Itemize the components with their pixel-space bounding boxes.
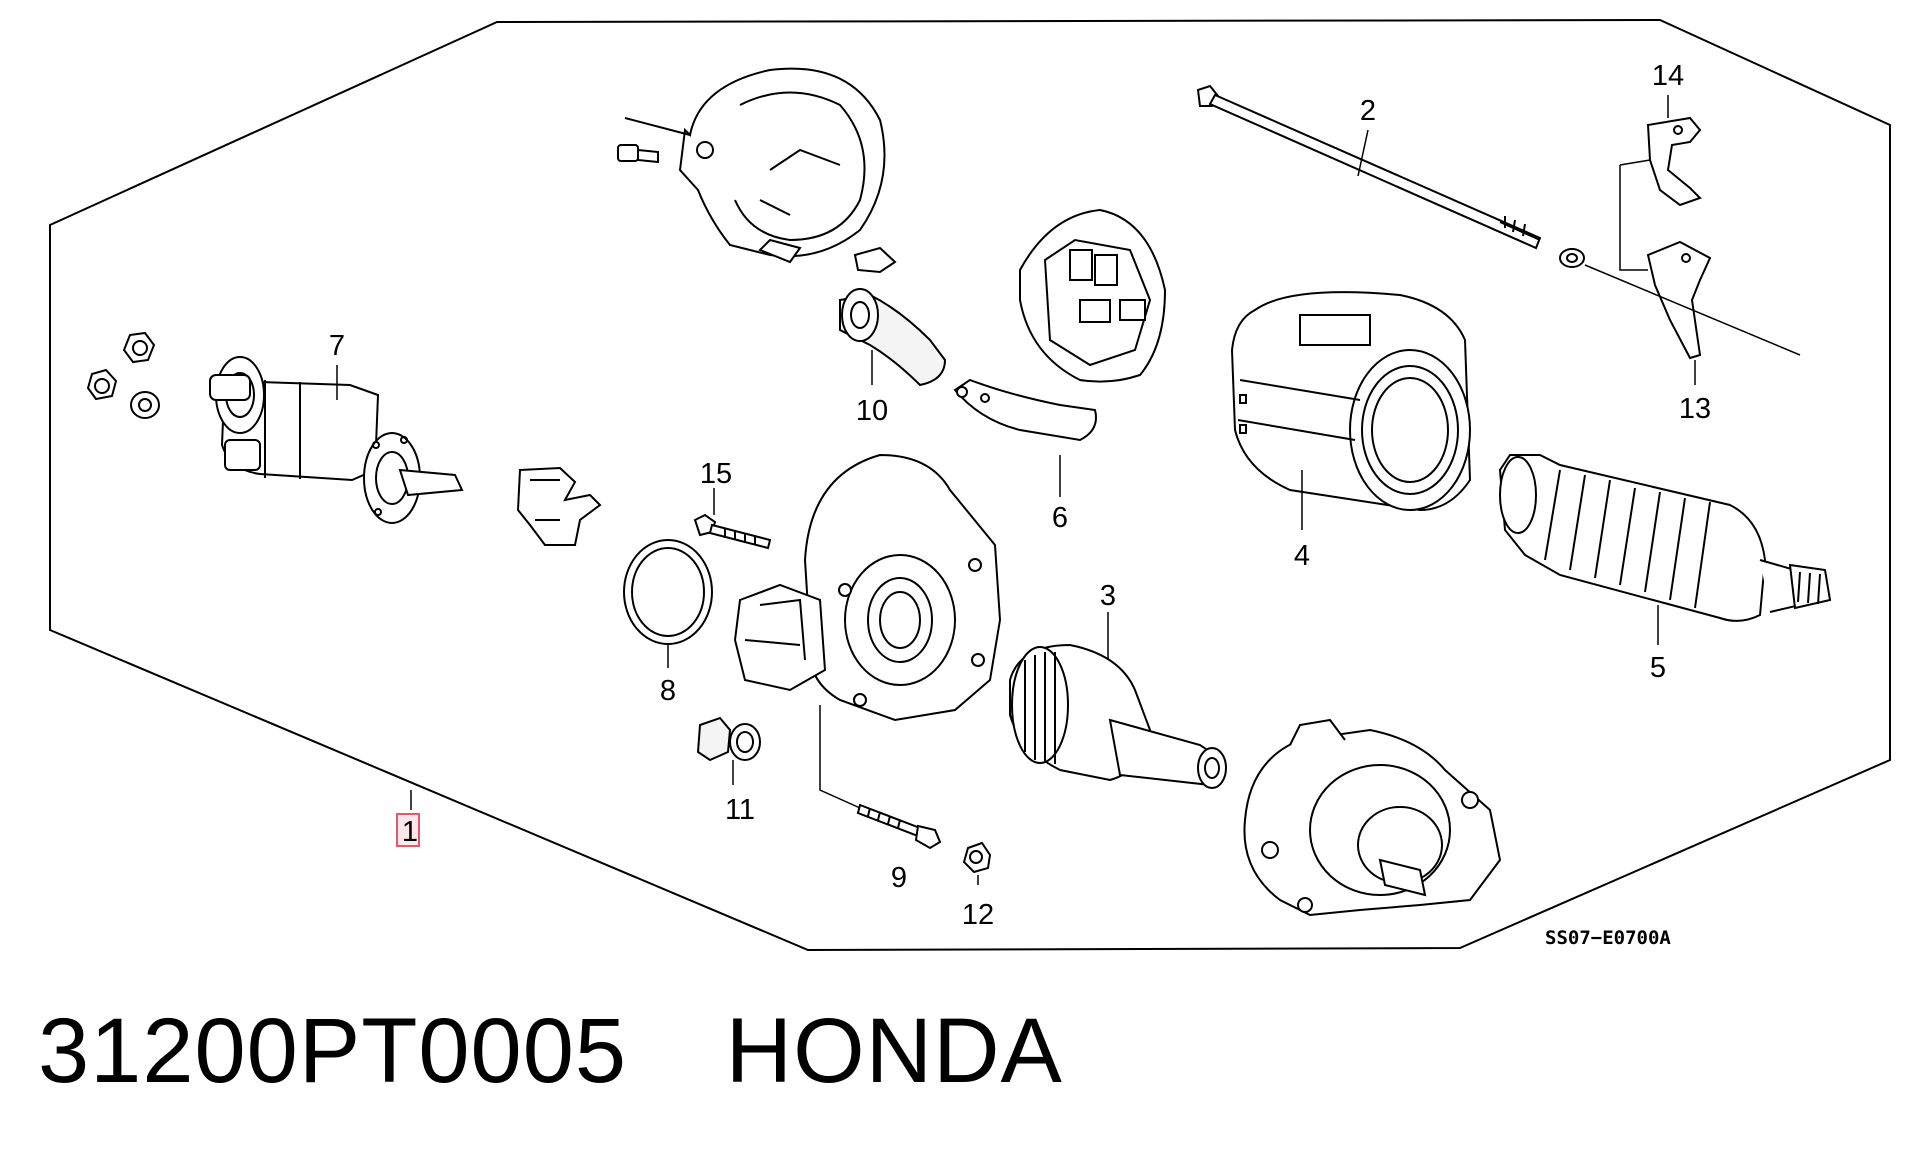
cap-screw-top[interactable] bbox=[617, 144, 659, 164]
drawing-code: SS07−E0700A bbox=[1545, 927, 1671, 949]
callout-10[interactable]: 10 bbox=[856, 395, 888, 427]
front-housing-part[interactable] bbox=[1243, 718, 1502, 917]
yoke-part[interactable] bbox=[1230, 291, 1472, 512]
center-housing-part[interactable] bbox=[733, 453, 1002, 722]
callout-12[interactable]: 12 bbox=[962, 899, 994, 931]
callout-14[interactable]: 14 bbox=[1652, 60, 1684, 92]
planetary-bushing-part[interactable] bbox=[839, 288, 947, 387]
clip-guide-lines bbox=[1584, 159, 1801, 356]
leader-lines bbox=[336, 95, 1696, 885]
callout-1[interactable]: 1 bbox=[402, 816, 418, 848]
small-bushing-part[interactable] bbox=[962, 841, 992, 874]
callout-6[interactable]: 6 bbox=[1052, 502, 1068, 534]
footer: 31200PT0005 HONDA bbox=[38, 1005, 1063, 1097]
lever-part[interactable] bbox=[516, 466, 602, 546]
o-ring-part[interactable] bbox=[623, 539, 713, 645]
callout-2[interactable]: 2 bbox=[1360, 95, 1376, 127]
callout-11[interactable]: 11 bbox=[725, 794, 755, 826]
stud-bolt-part[interactable] bbox=[693, 513, 772, 550]
pinion-gear-part[interactable] bbox=[1009, 643, 1227, 789]
brush-holder-part[interactable] bbox=[953, 208, 1167, 442]
solenoid-part[interactable] bbox=[209, 356, 464, 524]
brand-name: HONDA bbox=[725, 1000, 1063, 1102]
callout-9[interactable]: 9 bbox=[891, 862, 907, 894]
bushing-set-part[interactable] bbox=[696, 716, 761, 762]
through-bolt-part[interactable] bbox=[1196, 84, 1585, 268]
nut-washer-set[interactable] bbox=[86, 331, 160, 419]
end-cover-part[interactable] bbox=[624, 67, 886, 264]
callout-3[interactable]: 3 bbox=[1100, 580, 1116, 612]
callout-5[interactable]: 5 bbox=[1650, 652, 1666, 684]
callout-8[interactable]: 8 bbox=[660, 675, 676, 707]
callout-7[interactable]: 7 bbox=[329, 330, 345, 362]
item-1-highlight bbox=[396, 813, 420, 847]
housing-bolt-part[interactable] bbox=[856, 803, 942, 850]
part-number: 31200PT0005 bbox=[38, 1000, 628, 1102]
terminal-clip-upper-part[interactable] bbox=[1646, 116, 1702, 207]
terminal-clip-lower-part[interactable] bbox=[1646, 240, 1712, 360]
callout-4[interactable]: 4 bbox=[1294, 540, 1310, 572]
assembly-boundary bbox=[49, 18, 1891, 952]
callout-13[interactable]: 13 bbox=[1679, 393, 1711, 425]
armature-part[interactable] bbox=[1498, 454, 1832, 622]
clip-part[interactable] bbox=[853, 246, 897, 274]
callout-15[interactable]: 15 bbox=[700, 458, 732, 490]
